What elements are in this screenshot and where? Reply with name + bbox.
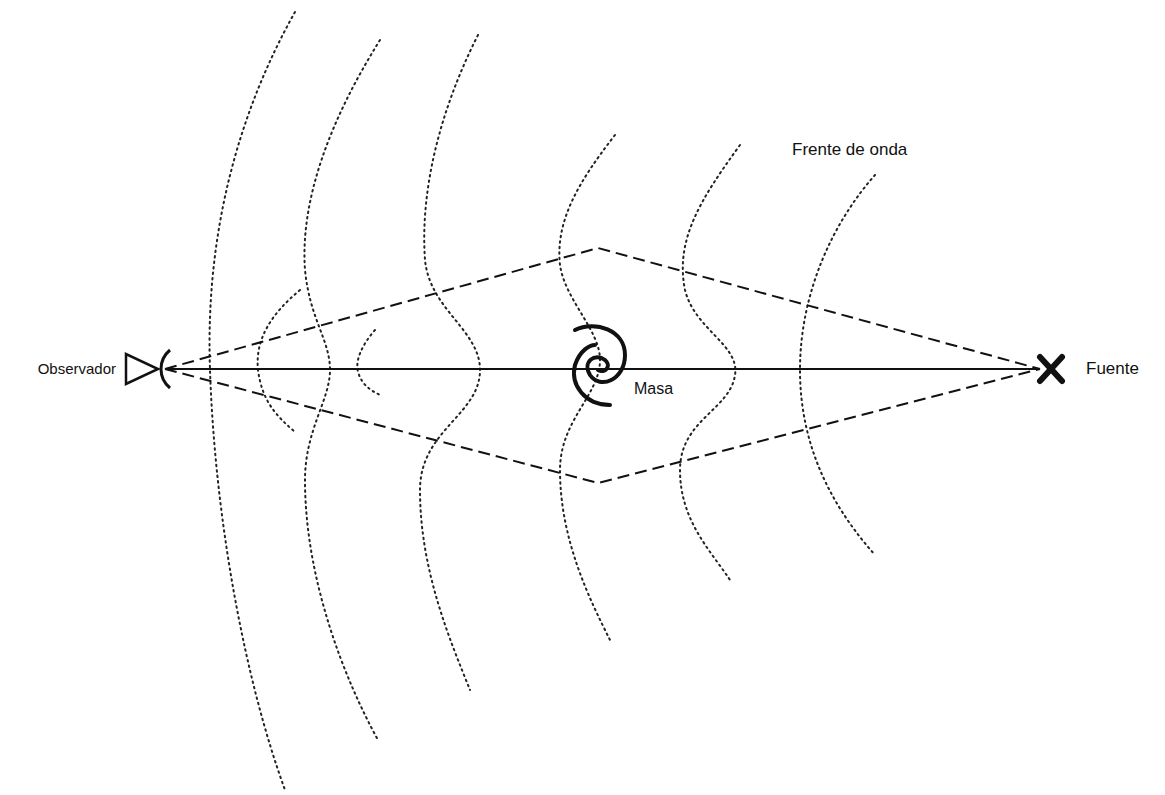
observer-symbol [126, 350, 170, 388]
source-cross [1040, 357, 1062, 381]
wavefront [680, 145, 740, 580]
light-path [165, 248, 1040, 369]
observer-triangle [126, 354, 158, 384]
wavefront [420, 35, 480, 690]
wavefront [304, 40, 380, 740]
diagram-label: Masa [632, 379, 675, 398]
light-paths [165, 248, 1040, 483]
galaxy-symbol [574, 326, 625, 405]
wavefront-fragment [258, 290, 300, 432]
wavefront-fragment [357, 330, 380, 395]
galaxy-arm [574, 345, 610, 405]
wavefront [210, 12, 295, 790]
diagram-label: Observador [36, 360, 118, 378]
light-path [165, 369, 1040, 483]
observer-arc [161, 350, 170, 388]
diagram-label: Frente de onda [790, 140, 909, 160]
diagram-label: Fuente [1084, 359, 1141, 379]
wavefront [559, 135, 615, 640]
wavefront [800, 175, 875, 555]
source-symbol [1040, 357, 1062, 381]
wavefronts [210, 12, 875, 790]
source-cross [1040, 357, 1062, 381]
